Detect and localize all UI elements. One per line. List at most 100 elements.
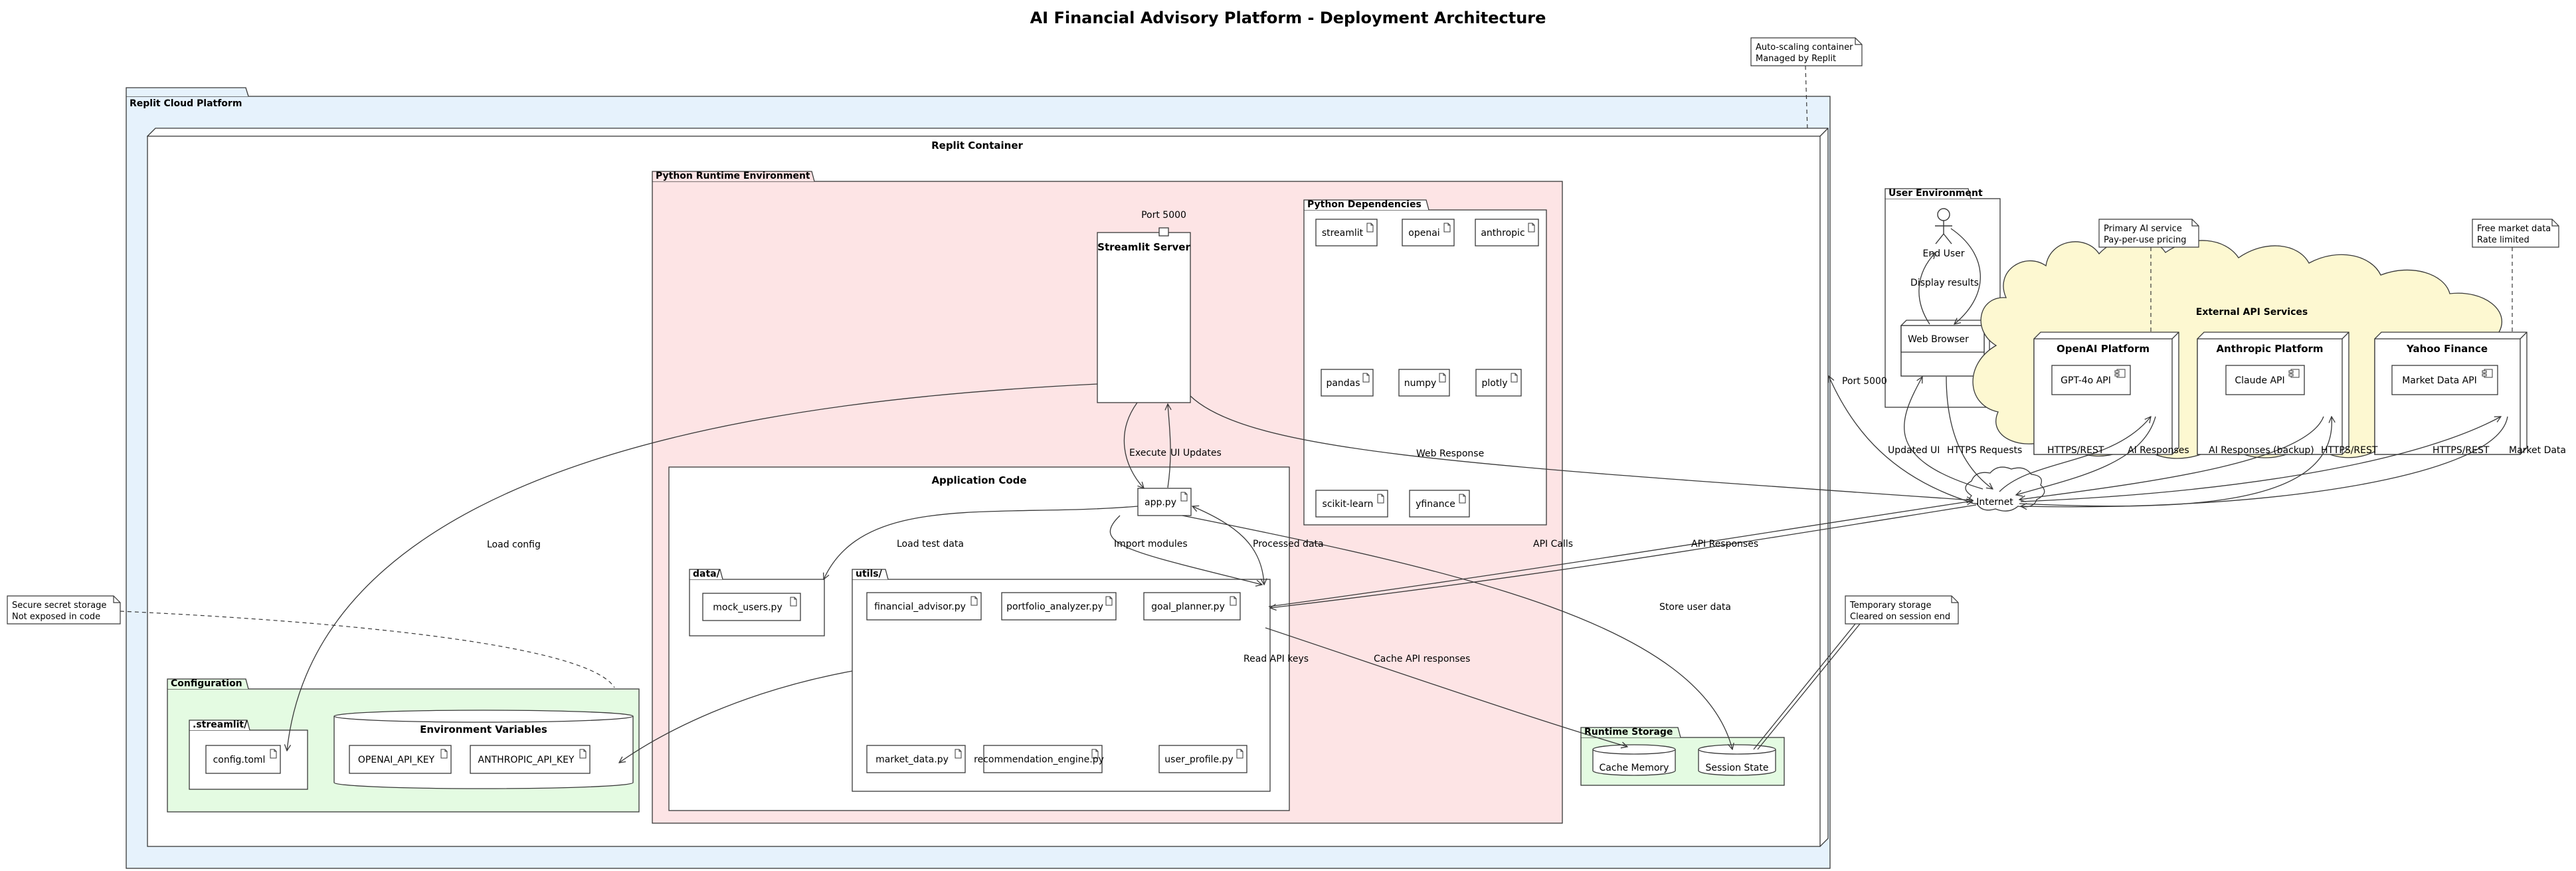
file-mock-users-label: mock_users.py	[713, 603, 782, 613]
file-market-data: market_data.py	[866, 745, 966, 773]
dependency-yfinance: yfinance	[1409, 490, 1470, 518]
streamlit-port-label: Port 5000	[1141, 210, 1186, 221]
end-user-label: End User	[1923, 248, 1965, 259]
utils-dir-label: utils/	[856, 569, 883, 579]
file-app-py: app.py	[1137, 488, 1192, 516]
diagram-title: AI Financial Advisory Platform - Deploym…	[1030, 9, 1546, 27]
edge-execute	[1123, 402, 1144, 488]
connector-temp-2	[1757, 623, 1861, 750]
dependency-scikit-learn-label: scikit-learn	[1323, 499, 1374, 510]
label-ai-responses: AI Responses	[2128, 445, 2189, 456]
dependency-plotly-label: plotly	[1481, 378, 1507, 389]
label-store-user-data: Store user data	[1659, 602, 1731, 613]
file-config-toml: config.toml	[205, 745, 281, 774]
connector-autoscale	[1805, 65, 1808, 131]
python-runtime-label: Python Runtime Environment	[656, 171, 810, 181]
component-claude-api: Claude API	[2225, 365, 2305, 395]
storage-cache: Cache Memory	[1592, 744, 1676, 776]
label-https-rest-yahoo: HTTPS/REST	[2433, 445, 2490, 456]
edge-api-responses	[1270, 504, 1977, 608]
label-ai-responses-backup: AI Responses (backup)	[2209, 445, 2314, 456]
env-anthropic-key: ANTHROPIC_API_KEY	[470, 745, 591, 774]
edge-user-to-browser	[1950, 228, 1981, 324]
storage-session: Session State	[1698, 744, 1776, 776]
edge-ai-responses	[2016, 416, 2156, 495]
dependency-streamlit: streamlit	[1315, 219, 1378, 246]
env-openai-key-label: OPENAI_API_KEY	[358, 755, 435, 765]
note-temporary-storage-line-1: Temporary storage	[1849, 601, 1931, 611]
python-deps-label: Python Dependencies	[1307, 199, 1422, 210]
label-read-api-keys: Read API keys	[1243, 654, 1309, 664]
note-secret-storage-line-1: Secure secret storage	[12, 601, 106, 611]
env-vars-label: Environment Variables	[420, 724, 547, 735]
streamlit-dir-label: .streamlit/	[193, 720, 248, 730]
dependency-anthropic-label: anthropic	[1481, 228, 1524, 239]
internet-label: Internet	[1976, 497, 2013, 508]
edge-web-response	[1190, 395, 1973, 500]
label-import-modules: Import modules	[1114, 539, 1188, 549]
connector-secret	[120, 611, 615, 688]
edge-api-calls	[1268, 501, 1973, 607]
connector-temp-1	[1753, 623, 1856, 750]
label-https-requests: HTTPS Requests	[1947, 445, 2022, 456]
component-market-data-api-label: Market Data API	[2402, 375, 2477, 386]
edge-load-test-data	[824, 506, 1139, 579]
file-user-profile: user_profile.py	[1158, 745, 1247, 773]
edge-processed-data	[1192, 506, 1264, 585]
file-financial-advisor-label: financial_advisor.py	[874, 602, 966, 613]
session-state-label: Session State	[1706, 763, 1769, 773]
dependency-openai-label: openai	[1408, 228, 1439, 239]
data-dir-label: data/	[693, 569, 721, 579]
label-updated-ui: Updated UI	[1888, 445, 1940, 456]
file-market-data-label: market_data.py	[875, 755, 949, 765]
file-user-profile-label: user_profile.py	[1164, 755, 1233, 765]
label-load-config: Load config	[487, 539, 541, 550]
external-apis-label: External API Services	[2196, 307, 2308, 318]
note-primary-ai-line-1: Primary AI service	[2104, 224, 2182, 234]
edge-load-config	[287, 383, 1098, 751]
dependency-numpy: numpy	[1398, 369, 1450, 397]
file-recommendation-engine: recommendation_engine.py	[974, 745, 1104, 773]
note-primary-ai-line-2: Pay-per-use pricing	[2104, 235, 2186, 245]
file-portfolio-analyzer-label: portfolio_analyzer.py	[1006, 602, 1103, 613]
edge-cache-api	[1265, 627, 1627, 747]
dependency-streamlit-label: streamlit	[1322, 228, 1364, 239]
node-yahoo-finance: Yahoo Finance	[2374, 332, 2528, 455]
web-browser-label: Web Browser	[1908, 334, 1969, 345]
configuration-label: Configuration	[171, 678, 242, 689]
component-gpt-api-label: GPT-4o API	[2061, 375, 2111, 386]
edge-display-results	[1918, 252, 1936, 325]
component-gpt-api: GPT-4o API	[2051, 365, 2131, 395]
streamlit-server-label: Streamlit Server	[1097, 241, 1190, 253]
label-https-rest-openai: HTTPS/REST	[2047, 445, 2104, 456]
note-secret-storage-line-2: Not exposed in code	[12, 612, 100, 622]
streamlit-server: Port 5000 Streamlit Server	[1097, 210, 1191, 403]
replit-container-label: Replit Container	[931, 140, 1023, 151]
label-https-rest-anthropic: HTTPS/REST	[2321, 445, 2378, 456]
edge-market-data	[2021, 416, 2508, 507]
file-goal-planner: goal_planner.py	[1143, 592, 1241, 621]
note-free-market-line-1: Free market data	[2477, 224, 2551, 234]
edges-layer	[287, 228, 2508, 763]
edge-https-rest-openai	[1999, 417, 2151, 492]
app-code-label: Application Code	[931, 474, 1026, 486]
edge-port-5000	[1829, 376, 1974, 504]
file-goal-planner-label: goal_planner.py	[1151, 602, 1225, 613]
dependency-yfinance-label: yfinance	[1416, 499, 1455, 510]
yahoo-finance-label: Yahoo Finance	[2406, 343, 2488, 355]
file-app-py-label: app.py	[1145, 498, 1176, 508]
file-mock-users: mock_users.py	[702, 593, 801, 621]
anthropic-platform-label: Anthropic Platform	[2216, 343, 2323, 355]
dependency-openai: openai	[1402, 219, 1455, 246]
label-market-data: Market Data	[2509, 445, 2566, 456]
label-web-response: Web Response	[1416, 448, 1484, 459]
edge-updated-ui	[1904, 377, 1983, 490]
component-claude-api-label: Claude API	[2235, 375, 2284, 386]
